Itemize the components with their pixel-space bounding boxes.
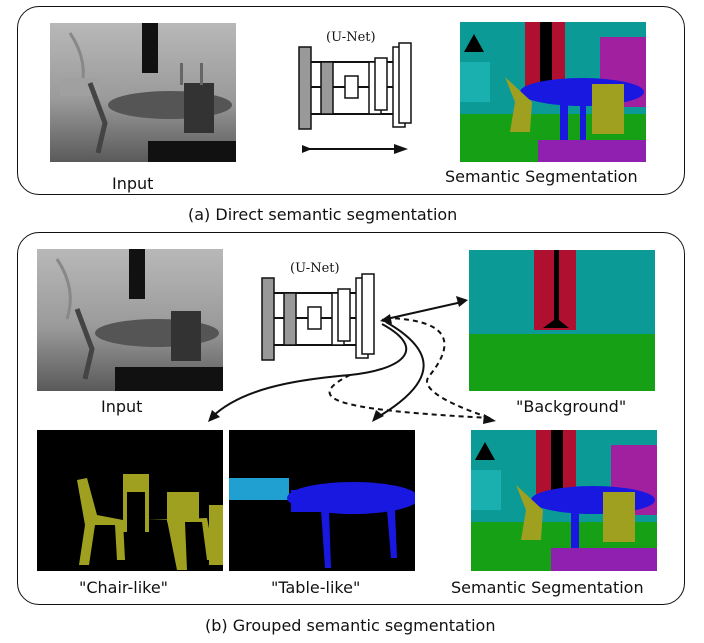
grouping-arrows (208, 296, 496, 424)
chair-like-image (37, 430, 223, 571)
arrow-to-chair (211, 323, 408, 418)
dashed-arrow-merge (328, 374, 491, 419)
background-label: "Background" (516, 397, 627, 416)
unet-diagram-b (261, 273, 375, 361)
arrow-to-background (381, 301, 463, 321)
background-segmentation-image (469, 250, 655, 391)
unet-title-a: (U-Net) (326, 30, 376, 45)
table-like-label: "Table-like" (271, 578, 361, 597)
segmentation-output-image-a (460, 22, 646, 162)
unet-diagram-a (298, 42, 412, 130)
input-label-a: Input (112, 174, 154, 193)
dashed-arrow-to-segmentation (385, 317, 491, 419)
segmentation-output-image-b (471, 430, 657, 571)
unet-bottleneck (344, 75, 359, 99)
direct-arrow (302, 144, 408, 154)
unet-decoder-block-2b (398, 42, 412, 124)
caption-a: (a) Direct semantic segmentation (188, 205, 458, 224)
unet-encoder-block-1 (298, 46, 312, 130)
caption-b: (b) Grouped semantic segmentation (205, 616, 496, 635)
arrow-to-table (377, 321, 425, 418)
input-depth-image-b (37, 249, 223, 391)
output-label-b: Semantic Segmentation (451, 578, 644, 597)
output-label-a: Semantic Segmentation (445, 167, 638, 186)
unet-encoder-block-2 (320, 61, 334, 115)
chair-like-label: "Chair-like" (79, 578, 169, 597)
unet-title-b: (U-Net) (290, 261, 340, 276)
table-like-image (229, 430, 415, 571)
input-label-b: Input (101, 397, 143, 416)
input-depth-image-a (50, 23, 236, 162)
unet-decoder-block-1b (374, 57, 388, 111)
